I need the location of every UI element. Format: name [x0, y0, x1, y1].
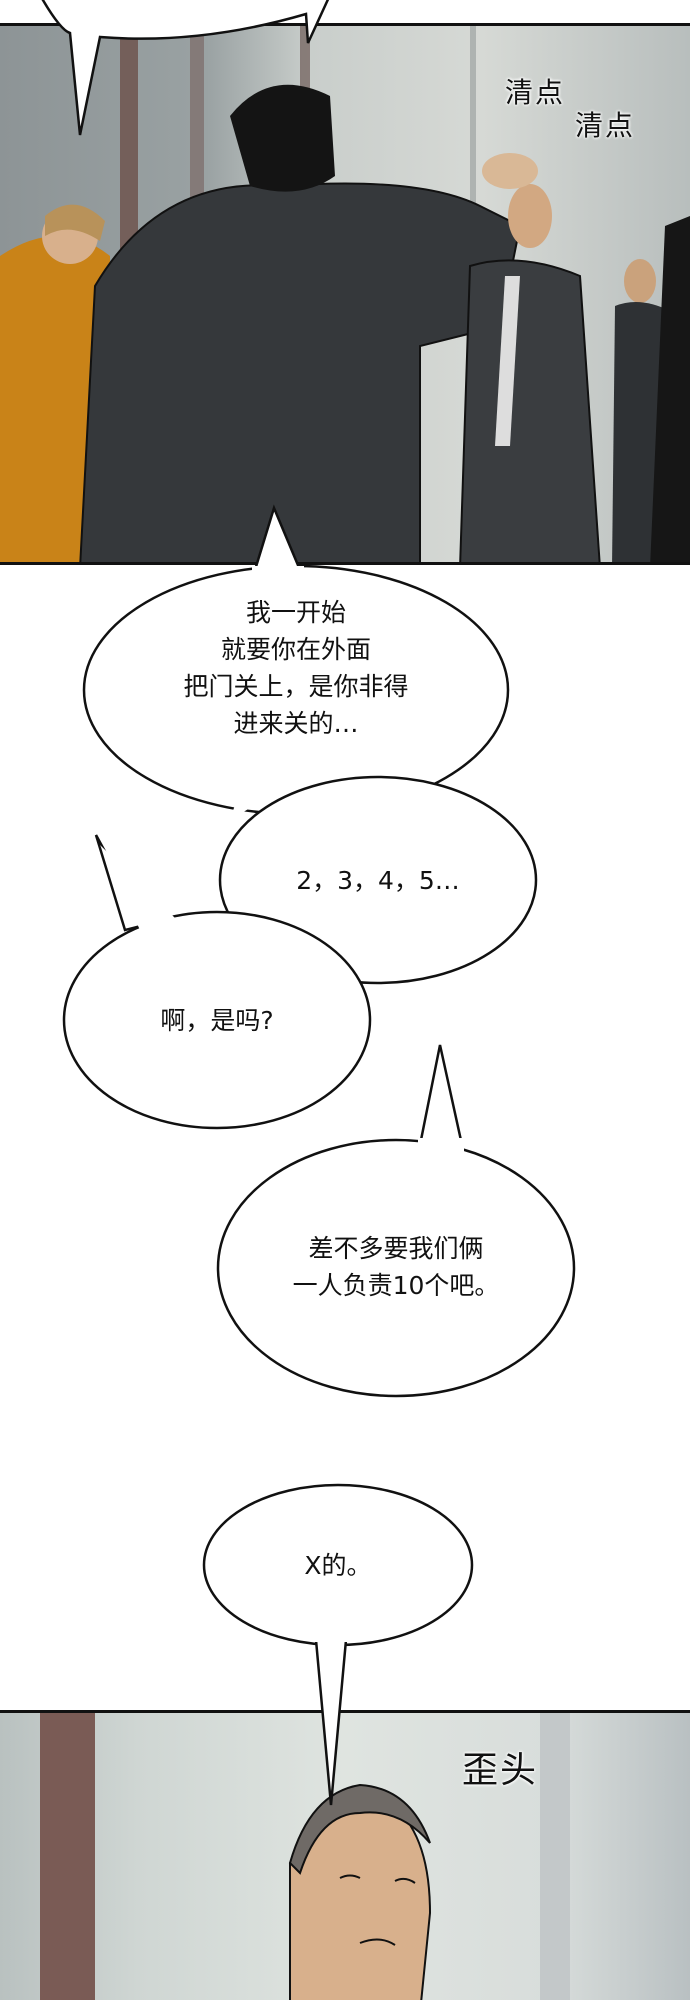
old-man-illustration	[40, 1713, 570, 2000]
panel-crowd-scene: 清点 清点	[0, 23, 690, 565]
bubble-2-text: 2，3，4，5…	[296, 866, 460, 895]
sfx-count-1: 清点	[505, 76, 566, 109]
sfx-head-tilt: 歪头	[462, 1750, 539, 1791]
bubble-3-text: 啊，是吗?	[160, 1006, 274, 1035]
bubble-3-shape	[62, 834, 372, 1130]
speech-bubbles	[62, 504, 576, 1647]
bubble-1-text: 我一开始 就要你在外面 把门关上，是你非得 进来关的…	[183, 598, 409, 738]
panel-old-man: 歪头	[0, 1710, 690, 2000]
top-bubble	[41, 0, 330, 136]
bubble-5-text: X的。	[304, 1551, 372, 1580]
sfx-count-2: 清点	[575, 109, 636, 142]
bubble-4-shape	[216, 1044, 576, 1398]
bubble-4-text: 差不多要我们俩 一人负责10个吧。	[292, 1234, 500, 1300]
crowd-illustration	[0, 26, 690, 562]
